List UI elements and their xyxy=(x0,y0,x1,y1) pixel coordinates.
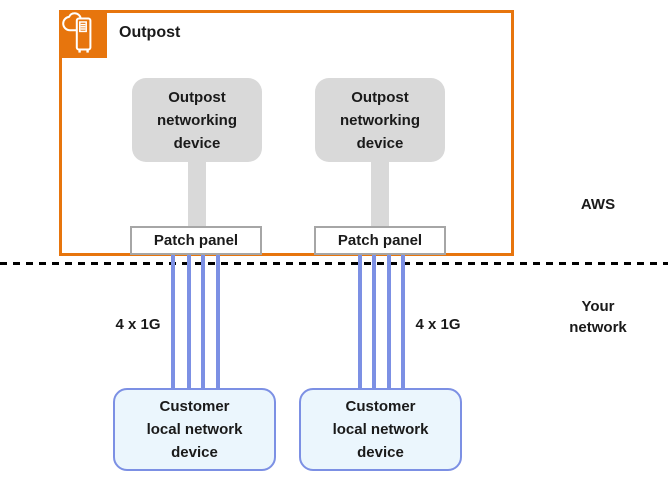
cable-left-3 xyxy=(201,255,205,389)
outpost-networking-device-left-label: Outpost networking device xyxy=(156,88,237,152)
outposts-icon xyxy=(59,10,107,58)
cable-right-2 xyxy=(372,255,376,389)
cable-right-1 xyxy=(358,255,362,389)
customer-local-network-device-right-label: Customer local network device xyxy=(332,398,429,461)
outpost-networking-device-right-label: Outpost networking device xyxy=(339,88,420,152)
customer-local-network-device-left-label: Customer local network device xyxy=(146,398,243,461)
cable-left-1 xyxy=(171,255,175,389)
patch-panel-right-label: Patch panel xyxy=(337,232,423,249)
outpost-networking-device-left: Outpost networking device xyxy=(132,78,262,162)
outpost-boundary-box xyxy=(59,10,514,256)
patch-panel-left: Patch panel xyxy=(130,226,262,255)
outpost-label: Outpost xyxy=(119,24,181,41)
outposts-icon-glyph xyxy=(62,12,92,53)
network-boundary-dashed-line xyxy=(0,262,668,265)
customer-local-network-device-left: Customer local network device xyxy=(113,388,276,471)
aws-region-label: AWS xyxy=(580,196,616,213)
cable-right-3 xyxy=(387,255,391,389)
customer-local-network-device-right: Customer local network device xyxy=(299,388,462,471)
link-speed-label-right: 4 x 1G xyxy=(415,316,461,333)
your-network-region-label: Your network xyxy=(569,298,627,336)
device-to-panel-connector-right xyxy=(371,161,389,228)
patch-panel-left-label: Patch panel xyxy=(153,232,239,249)
cable-right-4 xyxy=(401,255,405,389)
link-speed-label-left: 4 x 1G xyxy=(115,316,161,333)
device-to-panel-connector-left xyxy=(188,161,206,228)
patch-panel-right: Patch panel xyxy=(314,226,446,255)
cable-left-2 xyxy=(187,255,191,389)
outpost-networking-device-right: Outpost networking device xyxy=(315,78,445,162)
cable-left-4 xyxy=(216,255,220,389)
